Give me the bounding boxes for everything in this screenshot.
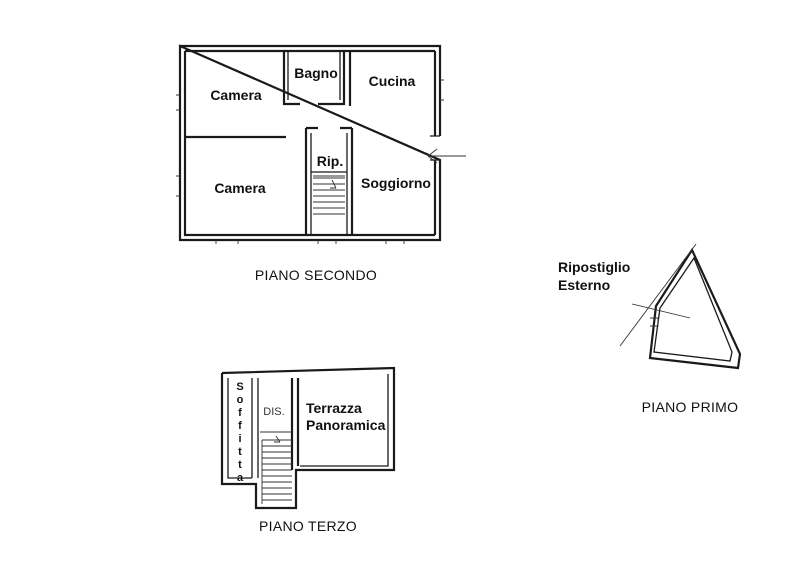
plan-piano-secondo: Camera Bagno Cucina Camera Rip. Soggiorn… bbox=[176, 44, 466, 283]
svg-text:o: o bbox=[237, 394, 244, 406]
room-terrazza-line1: Terrazza bbox=[306, 400, 362, 416]
secondo-wall-rip bbox=[304, 126, 354, 235]
svg-text:f: f bbox=[238, 420, 242, 432]
room-rip: Rip. bbox=[317, 153, 343, 169]
room-ripostiglio-line1: Ripostiglio bbox=[558, 259, 630, 275]
room-bagno: Bagno bbox=[294, 65, 338, 81]
svg-text:i: i bbox=[238, 433, 241, 445]
svg-text:t: t bbox=[238, 459, 242, 471]
svg-text:S: S bbox=[236, 381, 243, 393]
room-soffitta: S o f f i t t a bbox=[236, 381, 244, 484]
floor-title-secondo: PIANO SECONDO bbox=[255, 267, 377, 283]
plan-piano-terzo: S o f f i t t a DIS. Terrazza Panoramica… bbox=[220, 366, 396, 534]
terzo-stairs bbox=[261, 439, 292, 504]
floor-title-primo: PIANO PRIMO bbox=[642, 399, 739, 415]
room-cucina: Cucina bbox=[369, 73, 416, 89]
primo-outer-wall bbox=[648, 247, 742, 370]
room-camera-bottom: Camera bbox=[214, 180, 266, 196]
plan-piano-primo: Ripostiglio Esterno PIANO PRIMO bbox=[558, 243, 742, 415]
secondo-outer-wall bbox=[178, 44, 442, 242]
svg-text:f: f bbox=[238, 407, 242, 419]
terzo-outer-wall bbox=[220, 366, 396, 510]
svg-text:a: a bbox=[237, 472, 244, 484]
arrow-left-icon bbox=[427, 148, 466, 164]
room-ripostiglio-line2: Esterno bbox=[558, 277, 610, 293]
secondo-stairs bbox=[313, 175, 345, 215]
room-soggiorno: Soggiorno bbox=[361, 175, 431, 191]
secondo-wall-bagno bbox=[282, 51, 346, 106]
floor-title-terzo: PIANO TERZO bbox=[259, 518, 357, 534]
room-camera-top: Camera bbox=[210, 87, 262, 103]
svg-text:t: t bbox=[238, 446, 242, 458]
terzo-wall-dis bbox=[290, 378, 300, 470]
room-dis: DIS. bbox=[263, 406, 284, 418]
terzo-wall-soffitta bbox=[251, 378, 259, 478]
room-terrazza-line2: Panoramica bbox=[306, 417, 386, 433]
